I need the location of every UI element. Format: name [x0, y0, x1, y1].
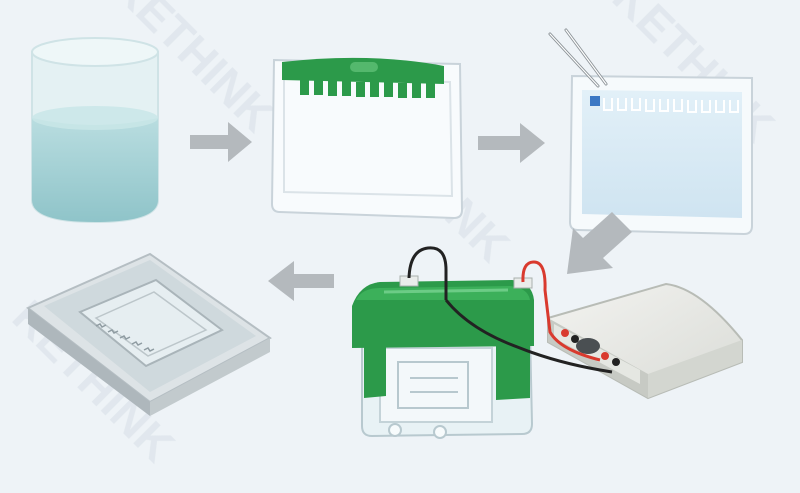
gel-cast-with-comb-icon	[270, 57, 464, 220]
sample-loading-pipette-icon	[548, 28, 753, 236]
arrow-left-icon	[268, 261, 334, 301]
arrow-down-left-icon	[567, 212, 632, 274]
buffer-beaker-icon	[31, 37, 159, 224]
arrow-right-icon-2	[478, 123, 545, 163]
power-supply-icon	[547, 282, 743, 400]
electrophoresis-tank-with-power-supply-icon	[352, 246, 743, 439]
staining-tray-icon	[26, 252, 272, 416]
loaded-sample-icon	[590, 96, 600, 106]
arrow-right-icon-1	[190, 122, 252, 162]
